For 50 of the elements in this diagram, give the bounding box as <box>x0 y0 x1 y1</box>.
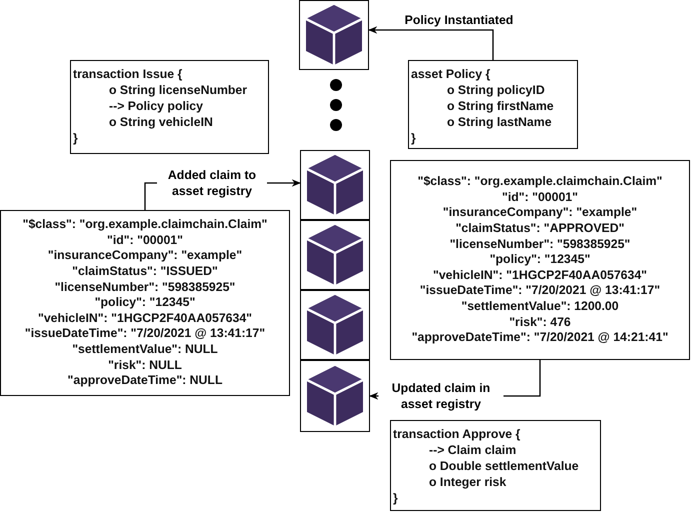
json-field: "approveDateTime": "7/20/2021 @ 14:21:41" <box>412 330 668 346</box>
block-frame <box>300 290 370 360</box>
json-field: "settlementValue": 1200.00 <box>461 298 619 315</box>
code-box <box>390 420 601 511</box>
record-box <box>0 210 290 396</box>
json-field: "claimStatus": "APPROVED" <box>456 221 624 237</box>
json-field: "approveDateTime": NULL <box>68 373 222 389</box>
code-box <box>408 60 578 149</box>
code-line: o String firstName <box>446 98 555 114</box>
code-line: transaction Approve { <box>393 426 522 442</box>
code-line: } <box>73 130 79 146</box>
json-field: "settlementValue": NULL <box>72 342 218 358</box>
code-line: o String lastName <box>446 114 553 130</box>
json-field: "insuranceCompany": "example" <box>48 248 242 264</box>
edge-label: Updated claim in asset registry <box>378 380 504 412</box>
record-box <box>390 160 690 360</box>
json-field: "id": "00001" <box>502 190 578 206</box>
code-line: asset Policy { <box>411 66 492 82</box>
json-field: "risk": 476 <box>509 314 571 330</box>
json-field: "issueDateTime": "7/20/2021 @ 13:41:17" <box>420 283 660 299</box>
json-field: "insuranceCompany": "example" <box>442 205 638 222</box>
code-line: --> Claim claim <box>428 442 518 458</box>
code-box <box>70 60 269 154</box>
json-field: "licenseNumber": "598385925" <box>450 236 630 252</box>
json-field: "$class": "org.example.claimchain.Claim" <box>418 174 662 190</box>
json-field: "risk": NULL <box>108 358 182 374</box>
block-frame <box>300 360 370 432</box>
edge-label: Added claim to asset registry <box>157 167 267 199</box>
json-field: "licenseNumber": "598385925" <box>54 280 236 296</box>
json-field: "claimStatus": "ISSUED" <box>72 264 218 280</box>
code-line: } <box>393 490 399 506</box>
json-field: "id": "00001" <box>107 232 183 248</box>
json-field: "policy": "12345" <box>94 295 196 311</box>
json-field: "vehicleIN": "1HGCP2F40AA057634" <box>432 268 648 284</box>
arrow <box>368 26 494 60</box>
code-line: --> Policy policy <box>108 98 204 114</box>
code-line: o Integer risk <box>428 474 508 490</box>
json-field: "vehicleIN": "1HGCP2F40AA057634" <box>38 310 252 326</box>
json-field: "policy": "12345" <box>490 252 590 268</box>
code-line: o String licenseNumber <box>108 82 248 98</box>
code-line: } <box>411 130 417 146</box>
code-line: o String policyID <box>446 82 546 98</box>
code-line: transaction Issue { <box>73 66 184 82</box>
block-frame <box>300 150 370 220</box>
code-line: o String vehicleIN <box>108 114 214 130</box>
json-field: "issueDateTime": "7/20/2021 @ 13:41:17" <box>24 326 266 342</box>
block-frame <box>299 0 369 70</box>
code-line: o Double settlementValue <box>428 458 580 474</box>
json-field: "$class": "org.example.claimchain.Claim" <box>22 217 268 233</box>
block-frame <box>300 220 370 290</box>
